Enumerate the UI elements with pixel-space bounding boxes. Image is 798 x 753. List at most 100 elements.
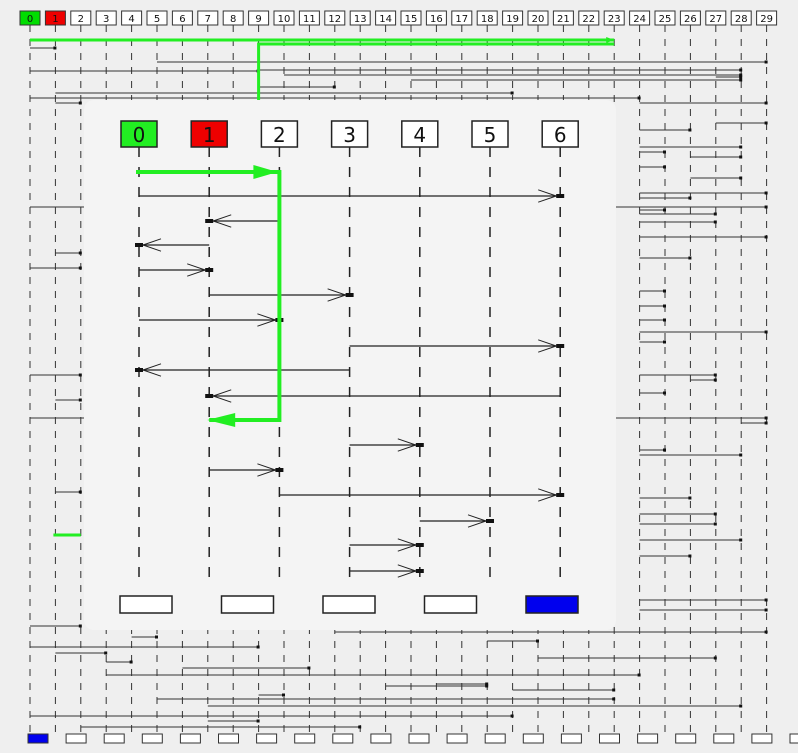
message-arrowhead: [205, 214, 232, 228]
arrowhead-stroke: [397, 438, 416, 446]
lane-label: 3: [103, 14, 109, 25]
lane-label: 16: [430, 14, 443, 25]
arrowhead-stroke: [467, 514, 487, 522]
arrowhead-stroke: [397, 538, 416, 546]
arrowhead-stroke: [142, 238, 162, 246]
message-arrowhead: [713, 378, 717, 382]
lane-header-box: [190, 120, 228, 148]
lane-footer-box: [370, 733, 392, 744]
lane-header-box: [541, 120, 579, 148]
lane-header-box: [44, 10, 66, 26]
arrowhead-stroke: [538, 189, 557, 197]
message-arrowhead-tip: [345, 293, 354, 297]
arrowhead-stroke: [538, 494, 557, 502]
arrowhead-stroke: [397, 544, 416, 552]
lane-header-box: [756, 10, 778, 26]
message-arrowhead: [397, 438, 424, 452]
lane-footer-box: [446, 733, 468, 744]
lane-footer-box: [713, 733, 735, 744]
highlight-path: [257, 42, 615, 100]
lane-label: 6: [179, 14, 185, 25]
lane-footer-box: [637, 733, 659, 744]
message-arrowhead: [739, 145, 743, 149]
arrowhead-stroke: [213, 395, 232, 403]
message-arrowhead: [764, 60, 768, 64]
arrowhead-stroke: [327, 288, 346, 296]
lane-label: 15: [405, 14, 418, 25]
lane-label: 2: [273, 123, 286, 147]
lane-label: 3: [343, 123, 356, 147]
message-arrowhead: [104, 651, 108, 655]
arrowhead-stroke: [142, 363, 162, 371]
lane-header-box: [95, 10, 117, 26]
message-arrowhead-tip: [556, 344, 565, 348]
lane-header-box: [222, 10, 244, 26]
message-arrowhead: [538, 488, 565, 502]
arrowhead-stroke: [213, 214, 232, 222]
lane-header-box: [705, 10, 727, 26]
message-arrowhead: [358, 725, 362, 729]
lane-footer-box: [103, 733, 125, 744]
lane-footer-box: [256, 733, 278, 744]
message-arrowhead: [78, 373, 82, 377]
arrowhead-stroke: [397, 444, 416, 452]
message-arrowhead: [510, 91, 514, 95]
message-arrowhead: [187, 263, 214, 277]
message-arrowhead: [739, 78, 743, 82]
lane-header-box: [260, 120, 299, 148]
message-arrowhead: [739, 176, 743, 180]
message-arrowhead: [129, 660, 133, 664]
lane-header-box: [197, 10, 219, 26]
message-arrowhead-tip: [205, 394, 214, 398]
message-arrowhead: [637, 673, 641, 677]
lane-header-box: [730, 10, 752, 26]
message-arrowhead: [764, 630, 768, 634]
arrowhead-stroke: [213, 220, 232, 228]
message-arrowhead-tip: [205, 219, 214, 223]
lane-footer-box: [675, 733, 697, 744]
lane-header-box: [19, 10, 41, 26]
message-arrowhead-tip: [415, 569, 424, 573]
message-arrowhead: [135, 238, 162, 252]
message-arrowhead: [663, 208, 666, 212]
message-arrowhead: [739, 73, 743, 77]
message-arrowhead: [612, 688, 616, 692]
message-arrowhead: [536, 639, 539, 643]
lane-label: 2: [78, 14, 84, 25]
message-arrowhead: [764, 205, 768, 209]
lane-label: 28: [735, 14, 748, 25]
lane-footer-box: [484, 733, 506, 744]
message-arrowhead: [612, 697, 616, 701]
lane-label: 10: [278, 14, 291, 25]
message-arrowhead: [713, 656, 717, 660]
lane-label: 4: [413, 123, 426, 147]
lane-label: 18: [481, 14, 494, 25]
message-arrowhead: [510, 714, 514, 718]
lane-footer-box: [751, 733, 773, 744]
message-arrowhead: [78, 398, 82, 402]
lane-footer-box: [332, 733, 354, 744]
message-arrowhead: [397, 564, 424, 578]
message-arrowhead: [764, 598, 768, 602]
message-arrowhead: [663, 391, 666, 395]
highlight-arrowhead: [253, 165, 278, 179]
message-arrowhead: [739, 453, 743, 457]
lane-label: 11: [303, 14, 316, 25]
message-arrowhead: [739, 155, 743, 159]
message-arrowhead: [713, 522, 717, 526]
lane-label: 29: [760, 14, 773, 25]
message-arrowhead: [764, 421, 768, 425]
arrowhead-stroke: [257, 469, 276, 477]
lane-label: 21: [557, 14, 570, 25]
message-arrowhead-tip: [135, 243, 143, 247]
message-arrowhead: [663, 318, 666, 322]
lane-footer-box: [27, 733, 49, 744]
lane-label: 24: [633, 14, 646, 25]
lane-label: 13: [354, 14, 367, 25]
lane-footer-box: [789, 733, 798, 744]
lane-footer-box: [119, 595, 173, 614]
message-arrowhead: [713, 212, 717, 216]
message-arrowhead: [205, 389, 232, 403]
